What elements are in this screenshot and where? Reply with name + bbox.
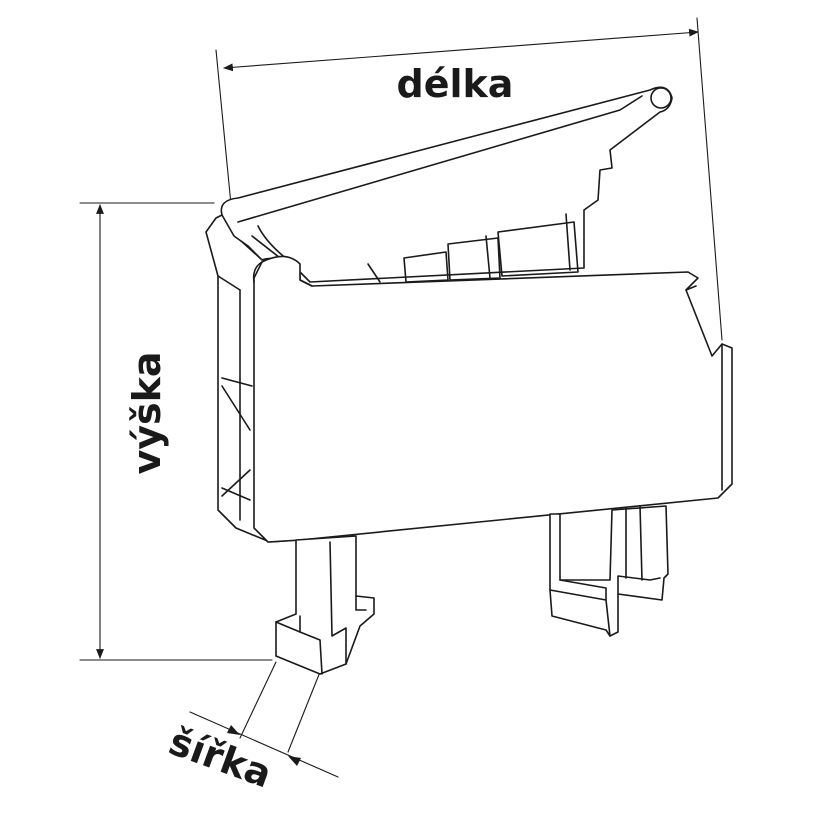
length-label: délka <box>397 62 514 106</box>
left-foot <box>275 535 375 675</box>
length-dimension: délka <box>215 17 723 341</box>
height-label: výška <box>125 351 169 474</box>
height-dimension: výška <box>79 202 273 661</box>
cover-slot-3 <box>403 251 449 283</box>
width-extension-line-left <box>239 661 277 739</box>
width-dimension: šířka <box>163 661 339 796</box>
length-dimension-line <box>223 28 699 72</box>
length-extension-line-left <box>215 49 233 216</box>
terminal-block <box>205 86 733 675</box>
width-extension-line-right <box>287 671 321 753</box>
width-label: šířka <box>163 719 277 796</box>
right-foot <box>549 505 669 637</box>
cover-slot-2 <box>447 237 501 281</box>
main-body-front <box>253 255 733 543</box>
length-extension-line-right <box>696 17 723 341</box>
width-dimension-line <box>189 711 339 778</box>
width-arrow-left <box>227 725 240 735</box>
width-arrow-right <box>288 756 301 766</box>
cover-slot-1 <box>497 221 579 277</box>
